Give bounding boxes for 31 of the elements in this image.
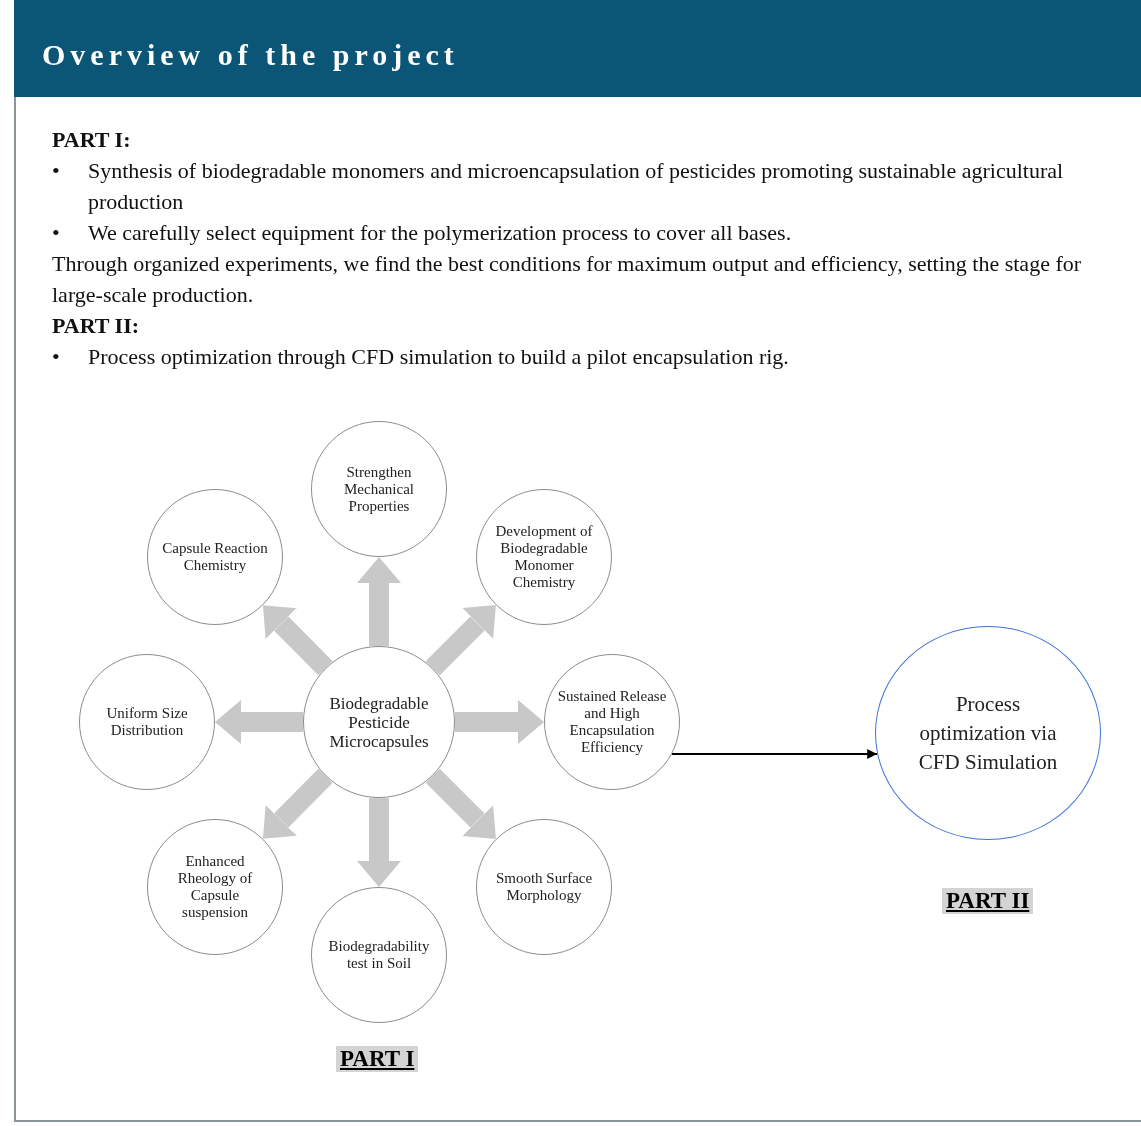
body-text: Synthesis of biodegradable monomers and microencapsulation of pesticides promoting sustainable agricultural production [88,157,1065,216]
title: Overview of the project [42,38,459,72]
bullet: • [52,157,60,185]
body-text: Process optimization through CFD simulation to build a pilot encapsulation rig. [88,343,790,371]
part-label: PART II [942,888,1034,914]
block-arrow [357,557,401,646]
block-arrow [262,605,333,676]
section-heading: PART II: [52,312,140,340]
block-arrow [425,768,496,839]
bullet: • [52,219,60,247]
body-text: We carefully select equipment for the polymerization process to cover all bases. [88,219,793,247]
node-label: Enhanced Rheology of Capsule suspension [176,853,254,921]
block-arrow [262,768,333,839]
block-arrow [215,700,303,744]
node-label: Biodegradable Pesticide Microcapsules [328,693,430,751]
block-arrow [425,605,496,676]
node-label: Biodegradability test in Soil [327,938,431,972]
section-heading: PART I: [52,126,131,154]
body-text: Through organized experiments, we find the best conditions for maximum output and efficiency, setting the stage for large-scale production. [52,250,1083,309]
node-label: Strengthen Mechanical Properties [343,463,415,515]
block-arrow [357,798,401,887]
node-label: Process optimization via CFD Simulation [917,690,1059,776]
arrow [671,749,879,759]
node-label: Smooth Surface Morphology [494,870,594,904]
node-label: Capsule Reaction Chemistry [161,540,269,574]
bullet: • [52,343,60,371]
node-label: Uniform Size Distribution [105,705,189,739]
part-label: PART I [336,1046,419,1072]
block-arrow [455,700,544,744]
node-label: Development of Biodegradable Monomer Chemistry [494,523,594,591]
node-label: Sustained Release and High Encapsulation Efficiency [557,688,667,756]
